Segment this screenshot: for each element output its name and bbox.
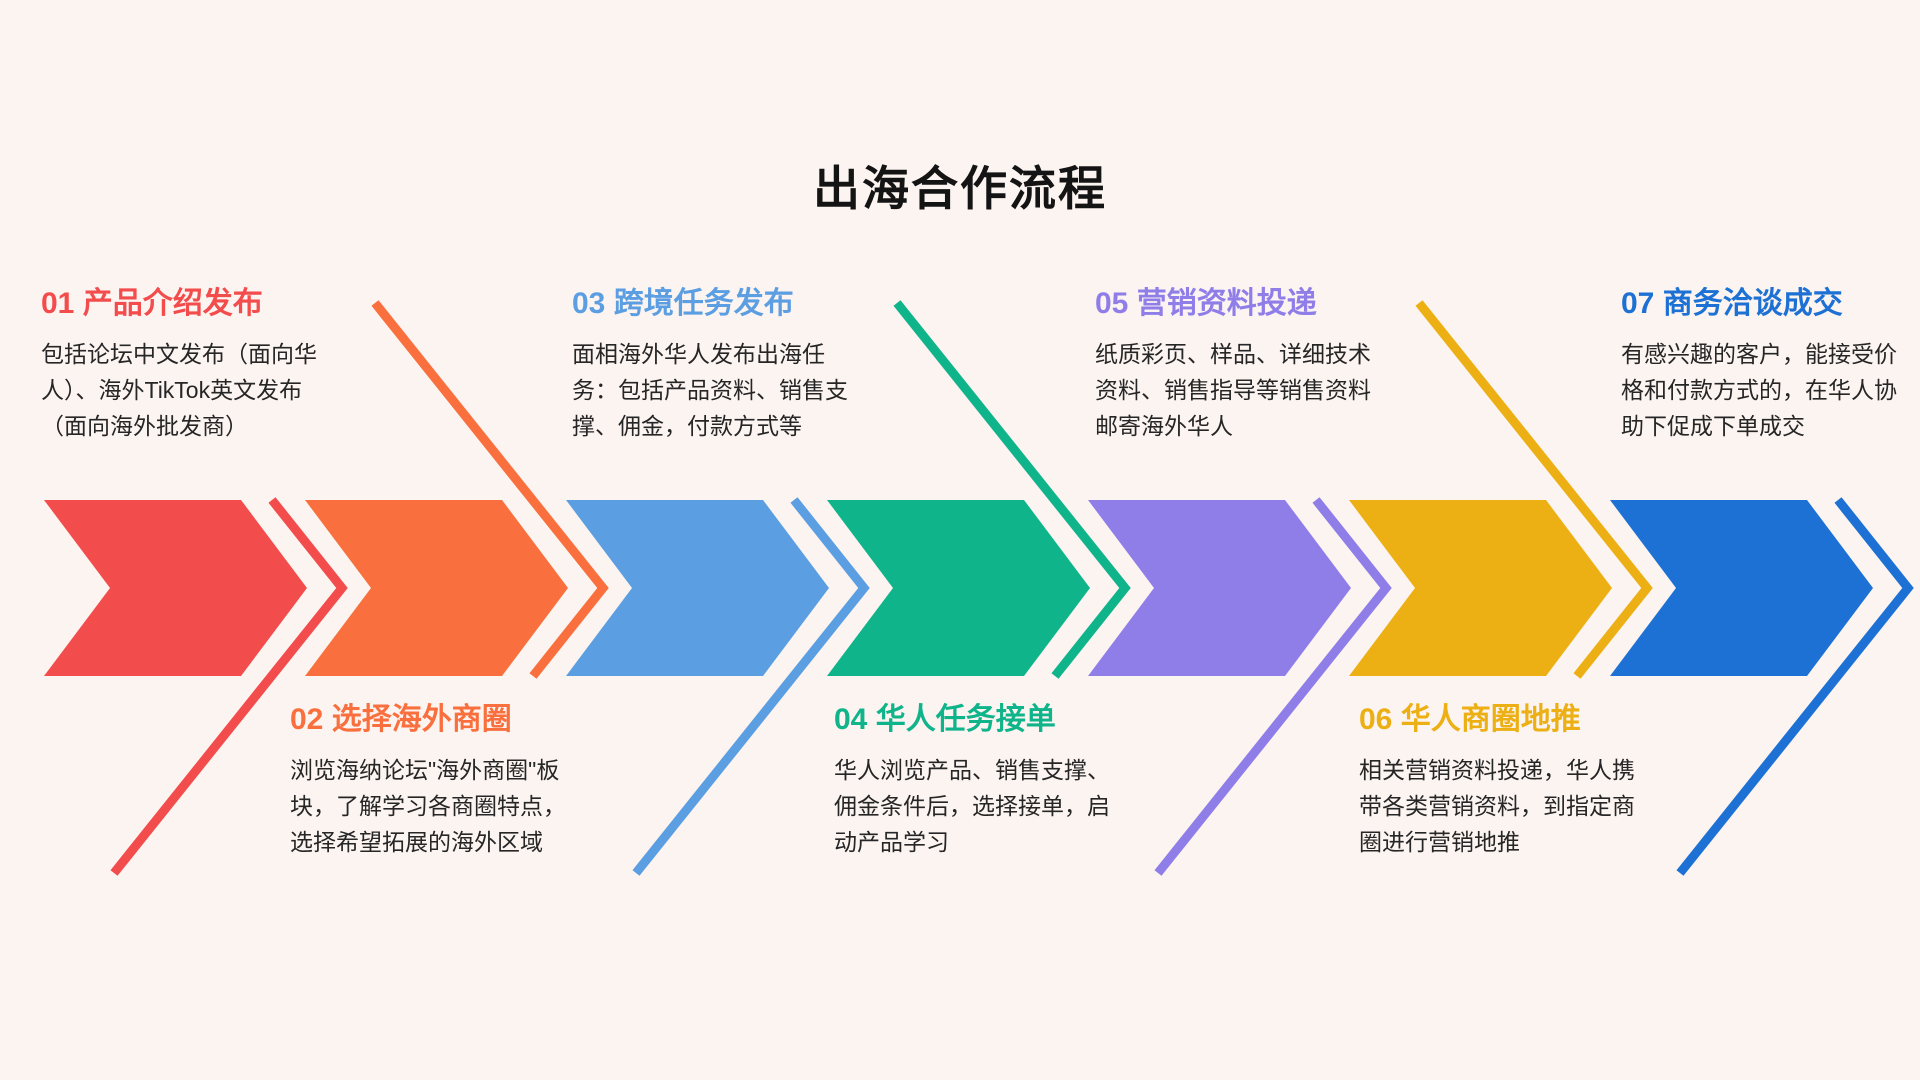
step-02-title: 02 选择海外商圈 [290, 703, 512, 736]
step-07-title: 07 商务洽谈成交 [1621, 287, 1843, 320]
step-01-title: 01 产品介绍发布 [41, 287, 263, 320]
page-title: 出海合作流程 [813, 162, 1107, 215]
chevron-arrow-shape [305, 500, 568, 676]
step-02-arrow [305, 300, 609, 679]
chevron-arrow-shape [44, 500, 307, 676]
step-06-arrow [1349, 300, 1653, 679]
step-03-text: 03 跨境任务发布 面相海外华人发布出海任务：包括产品资料、销售支撑、佣金，付款… [572, 284, 860, 444]
step-01-arrow [44, 497, 348, 876]
step-02-text: 02 选择海外商圈 浏览海纳论坛"海外商圈"板块，了解学习各商圈特点，选择希望拓… [290, 700, 578, 860]
chevron-arrow-shape [566, 500, 829, 676]
step-05-description: 纸质彩页、样品、详细技术资料、销售指导等销售资料邮寄海外华人 [1095, 341, 1371, 439]
step-04-arrow [827, 300, 1131, 679]
chevron-arrow-shape [1349, 500, 1612, 676]
step-01-description: 包括论坛中文发布（面向华人）、海外TikTok英文发布（面向海外批发商） [41, 341, 317, 439]
step-07-description: 有感兴趣的客户，能接受价格和付款方式的，在华人协助下促成下单成交 [1621, 341, 1897, 439]
chevron-accent-line [371, 300, 609, 679]
step-04-description: 华人浏览产品、销售支撑、佣金条件后，选择接单，启动产品学习 [834, 757, 1110, 855]
step-07-text: 07 商务洽谈成交 有感兴趣的客户，能接受价格和付款方式的，在华人协助下促成下单… [1621, 284, 1909, 444]
chevron-accent-line [632, 497, 870, 876]
chevron-accent-line [1415, 300, 1653, 679]
chevron-accent-line [1154, 497, 1392, 876]
step-05-title: 05 营销资料投递 [1095, 287, 1317, 320]
step-03-arrow [566, 497, 870, 876]
chevron-accent-line [893, 300, 1131, 679]
chevron-arrow-shape [1610, 500, 1873, 676]
chevron-accent-line [110, 497, 348, 876]
step-05-text: 05 营销资料投递 纸质彩页、样品、详细技术资料、销售指导等销售资料邮寄海外华人 [1095, 284, 1383, 444]
step-03-description: 面相海外华人发布出海任务：包括产品资料、销售支撑、佣金，付款方式等 [572, 341, 848, 439]
step-04-text: 04 华人任务接单 华人浏览产品、销售支撑、佣金条件后，选择接单，启动产品学习 [834, 700, 1122, 860]
chevron-accent-line [1676, 497, 1914, 876]
step-04-title: 04 华人任务接单 [834, 703, 1056, 736]
step-06-description: 相关营销资料投递，华人携带各类营销资料，到指定商圈进行营销地推 [1359, 757, 1635, 855]
step-02-description: 浏览海纳论坛"海外商圈"板块，了解学习各商圈特点，选择希望拓展的海外区域 [290, 757, 566, 855]
chevron-arrow-shape [827, 500, 1090, 676]
step-06-title: 06 华人商圈地推 [1359, 703, 1581, 736]
step-05-arrow [1088, 497, 1392, 876]
step-03-title: 03 跨境任务发布 [572, 287, 794, 320]
step-01-text: 01 产品介绍发布 包括论坛中文发布（面向华人）、海外TikTok英文发布（面向… [41, 284, 329, 444]
step-06-text: 06 华人商圈地推 相关营销资料投递，华人携带各类营销资料，到指定商圈进行营销地… [1359, 700, 1647, 860]
step-07-arrow [1610, 497, 1914, 876]
chevron-arrow-shape [1088, 500, 1351, 676]
